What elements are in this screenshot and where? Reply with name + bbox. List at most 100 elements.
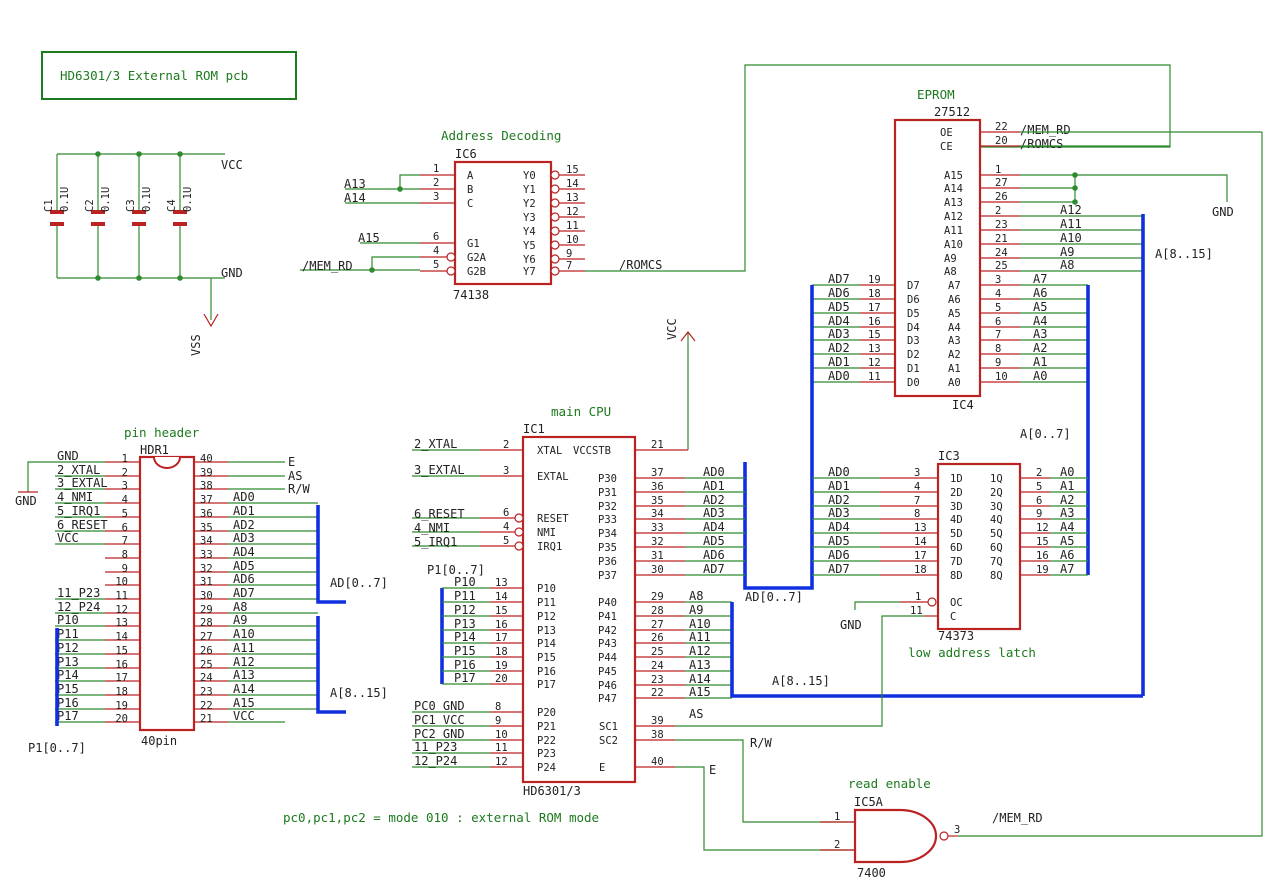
eprom-pin-label: A0: [948, 377, 961, 389]
eprom-pin-num: 7: [995, 329, 1001, 341]
cpu-net: P12: [454, 603, 476, 617]
cpu-pin-num: 22: [651, 687, 664, 699]
latch-net: AD6: [828, 548, 850, 562]
cpu-pin-label: P13: [537, 625, 556, 637]
ic6-name: IC6: [455, 147, 477, 161]
net-a13: A13: [344, 177, 366, 191]
eprom-gnd: GND: [1212, 205, 1234, 219]
eprom-lo-net: A0: [1033, 369, 1047, 383]
inversion-bubble: [550, 254, 560, 264]
cap-plate: [91, 210, 105, 214]
cpu-pin-num: 15: [495, 605, 508, 617]
title-text: HD6301/3 External ROM pcb: [60, 68, 248, 83]
header-net: P10: [57, 613, 79, 627]
header-notch: [153, 456, 181, 469]
net-mem-rd: /MEM_RD: [302, 259, 353, 273]
latch-pin-label: 3D: [950, 501, 963, 513]
eprom-lo-net: A4: [1033, 314, 1047, 328]
cpu-pin-num: 6: [503, 507, 509, 519]
eprom-body: [893, 118, 982, 398]
nand-name: IC5A: [854, 795, 884, 809]
eprom-pin-num: 6: [995, 316, 1001, 328]
cpu-pin-num: 35: [651, 495, 664, 507]
cpu-pin-label: P11: [537, 597, 556, 609]
cpu-pin-label: P31: [598, 487, 617, 499]
wire: [675, 766, 855, 851]
cpu-net: 4_NMI: [414, 521, 450, 535]
eprom-pin-num: 9: [995, 357, 1001, 369]
header-net: GND: [57, 449, 79, 463]
cpu-pin-num: 40: [651, 756, 664, 768]
bus-a-lo-label: A[0..7]: [1020, 427, 1071, 441]
cpu-net: PC2 GND: [414, 727, 465, 741]
latch-pin-label: 1Q: [990, 473, 1003, 485]
cpu-net: AD6: [703, 548, 725, 562]
header-net: AD5: [233, 559, 255, 573]
header-net: A10: [233, 627, 255, 641]
eprom-hi-net: A8: [1060, 258, 1074, 272]
latch-net: AD5: [828, 534, 850, 548]
header-pin-num: 6: [122, 522, 128, 534]
latch-net: A0: [1060, 465, 1074, 479]
header-pin-num: 21: [200, 713, 213, 725]
latch-pin-num: 18: [914, 564, 927, 576]
eprom-name: IC4: [952, 398, 974, 412]
latch-pin-num: 8: [914, 508, 920, 520]
inversion-bubble: [514, 513, 524, 523]
cpu-pin-label: P32: [598, 501, 617, 513]
cpu-pin-num: 17: [495, 632, 508, 644]
bus-a-hdr: [316, 616, 346, 714]
inversion-bubble: [550, 212, 560, 222]
eprom-pin-num: 10: [995, 371, 1008, 383]
header-net: 12_P24: [57, 600, 100, 614]
cpu-pin-num: 37: [651, 467, 664, 479]
mode-note: pc0,pc1,pc2 = mode 010 : external ROM mo…: [283, 810, 599, 825]
net-e: E: [709, 763, 716, 777]
eprom-pin-label: A8: [944, 266, 957, 278]
cpu-net: P10: [454, 575, 476, 589]
latch-pin-num: 19: [1036, 564, 1049, 576]
eprom-pin-label: A2: [948, 349, 961, 361]
eprom-part: 27512: [934, 105, 970, 119]
cpu-pin-label: P20: [537, 707, 556, 719]
cpu-pin-num: 9: [495, 715, 501, 727]
eprom-pin-label: D3: [907, 335, 920, 347]
net-a14: A14: [344, 191, 366, 205]
cpu-pin-num: 10: [495, 729, 508, 741]
eprom-pin-label: A10: [944, 239, 963, 251]
cpu-pin-label: P17: [537, 679, 556, 691]
eprom-hi-net: A10: [1060, 231, 1082, 245]
latch-pin-num: 17: [914, 550, 927, 562]
cpu-pin-label: P35: [598, 542, 617, 554]
eprom-pin-label: D2: [907, 349, 920, 361]
latch-net: A5: [1060, 534, 1074, 548]
header-net: AD3: [233, 531, 255, 545]
inversion-bubble: [550, 266, 560, 276]
latch-net: AD3: [828, 506, 850, 520]
eprom-ctrl-net: /MEM_RD: [1020, 123, 1071, 137]
ic6-pin-label: G2B: [467, 266, 486, 278]
junction-dot: [95, 275, 101, 281]
cap-plate: [173, 210, 187, 214]
latch-net: A2: [1060, 493, 1074, 507]
eprom-hi-net: A9: [1060, 245, 1074, 259]
ic6-out-label: Y4: [523, 226, 536, 238]
latch-net: A1: [1060, 479, 1074, 493]
eprom-pin-num: 11: [868, 371, 881, 383]
cap-plate: [91, 222, 105, 226]
eprom-pin-label: A12: [944, 211, 963, 223]
eprom-lo-net: A3: [1033, 327, 1047, 341]
cpu-net: A14: [689, 672, 711, 686]
header-pin-num: 2: [122, 467, 128, 479]
eprom-pin-num: 24: [995, 247, 1008, 259]
latch-pin-label: 7Q: [990, 556, 1003, 568]
cpu-pin-num: 13: [495, 577, 508, 589]
eprom-pin-num: 12: [868, 357, 881, 369]
cpu-pin-num: 2: [503, 439, 509, 451]
cpu-pin-num: 23: [651, 674, 664, 686]
cpu-pin-label: P44: [598, 652, 617, 664]
header-net: VCC: [57, 531, 79, 545]
cpu-pin-label: EXTAL: [537, 471, 569, 483]
cpu-net: AD2: [703, 493, 725, 507]
